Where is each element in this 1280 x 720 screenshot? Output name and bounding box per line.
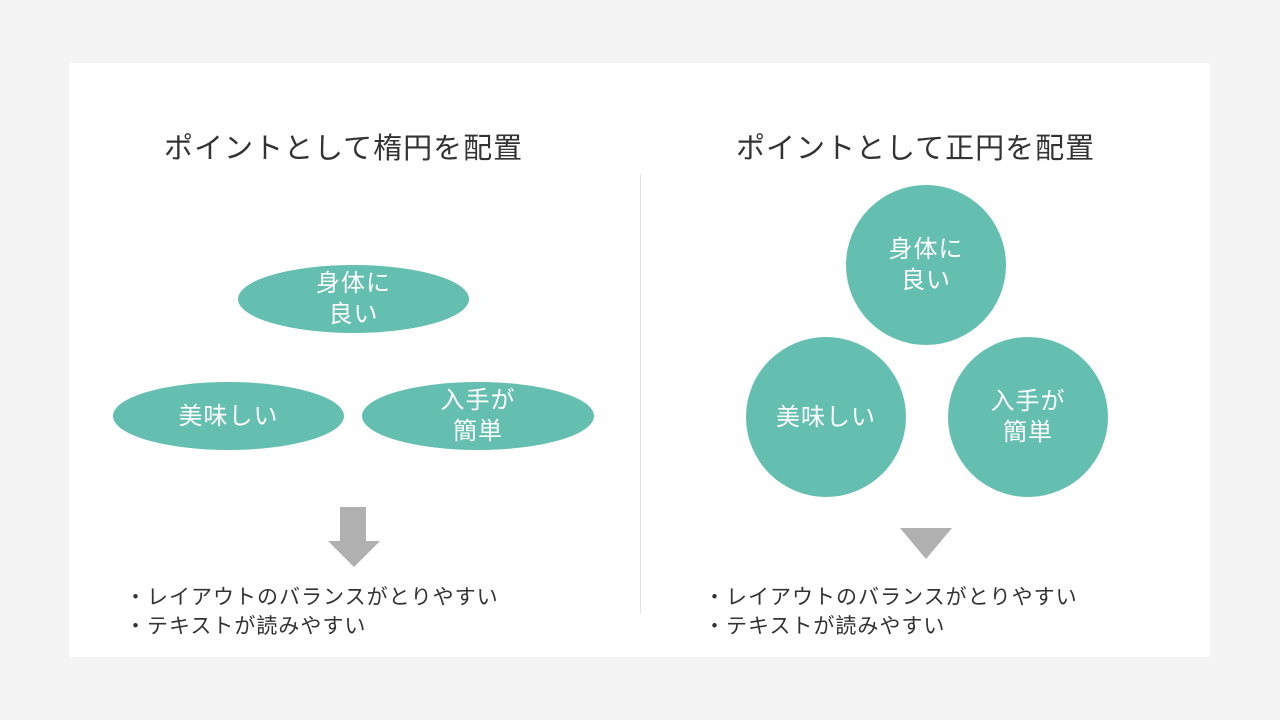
ellipse-easy-to-get: 入手が 簡単 — [362, 382, 594, 450]
right-panel-title: ポイントとして正円を配置 — [736, 131, 1096, 165]
ellipse-label: 入手が 簡単 — [440, 386, 516, 445]
bullet-item: ・テキストが読みやすい — [704, 614, 946, 638]
circle-tasty: 美味しい — [746, 337, 906, 497]
arrow-shaft — [340, 507, 366, 542]
circle-label: 美味しい — [776, 402, 876, 431]
panel-divider — [640, 175, 641, 614]
ellipse-tasty: 美味しい — [113, 382, 344, 450]
bullet-item: ・レイアウトのバランスがとりやすい — [704, 585, 1078, 609]
left-bullet-list: ・レイアウトのバランスがとりやすい ・テキストが読みやすい — [125, 583, 499, 641]
ellipse-healthy: 身体に 良い — [238, 265, 469, 333]
arrow-head — [328, 541, 380, 567]
ellipse-label: 身体に 良い — [316, 269, 391, 328]
bullet-item: ・レイアウトのバランスがとりやすい — [125, 585, 499, 609]
left-panel-title: ポイントとして楕円を配置 — [164, 131, 524, 165]
bullet-item: ・テキストが読みやすい — [125, 614, 367, 638]
down-triangle-icon — [900, 528, 952, 559]
slide: ポイントとして楕円を配置 身体に 良い 美味しい 入手が 簡単 ・レイアウトのバ… — [69, 63, 1210, 657]
right-bullet-list: ・レイアウトのバランスがとりやすい ・テキストが読みやすい — [704, 583, 1078, 641]
down-block-arrow-icon — [328, 507, 380, 567]
circle-label: 身体に 良い — [888, 235, 964, 294]
circle-healthy: 身体に 良い — [846, 185, 1006, 345]
ellipse-label: 美味しい — [178, 401, 279, 430]
circle-easy-to-get: 入手が 簡単 — [948, 337, 1108, 497]
circle-label: 入手が 簡単 — [990, 387, 1066, 446]
